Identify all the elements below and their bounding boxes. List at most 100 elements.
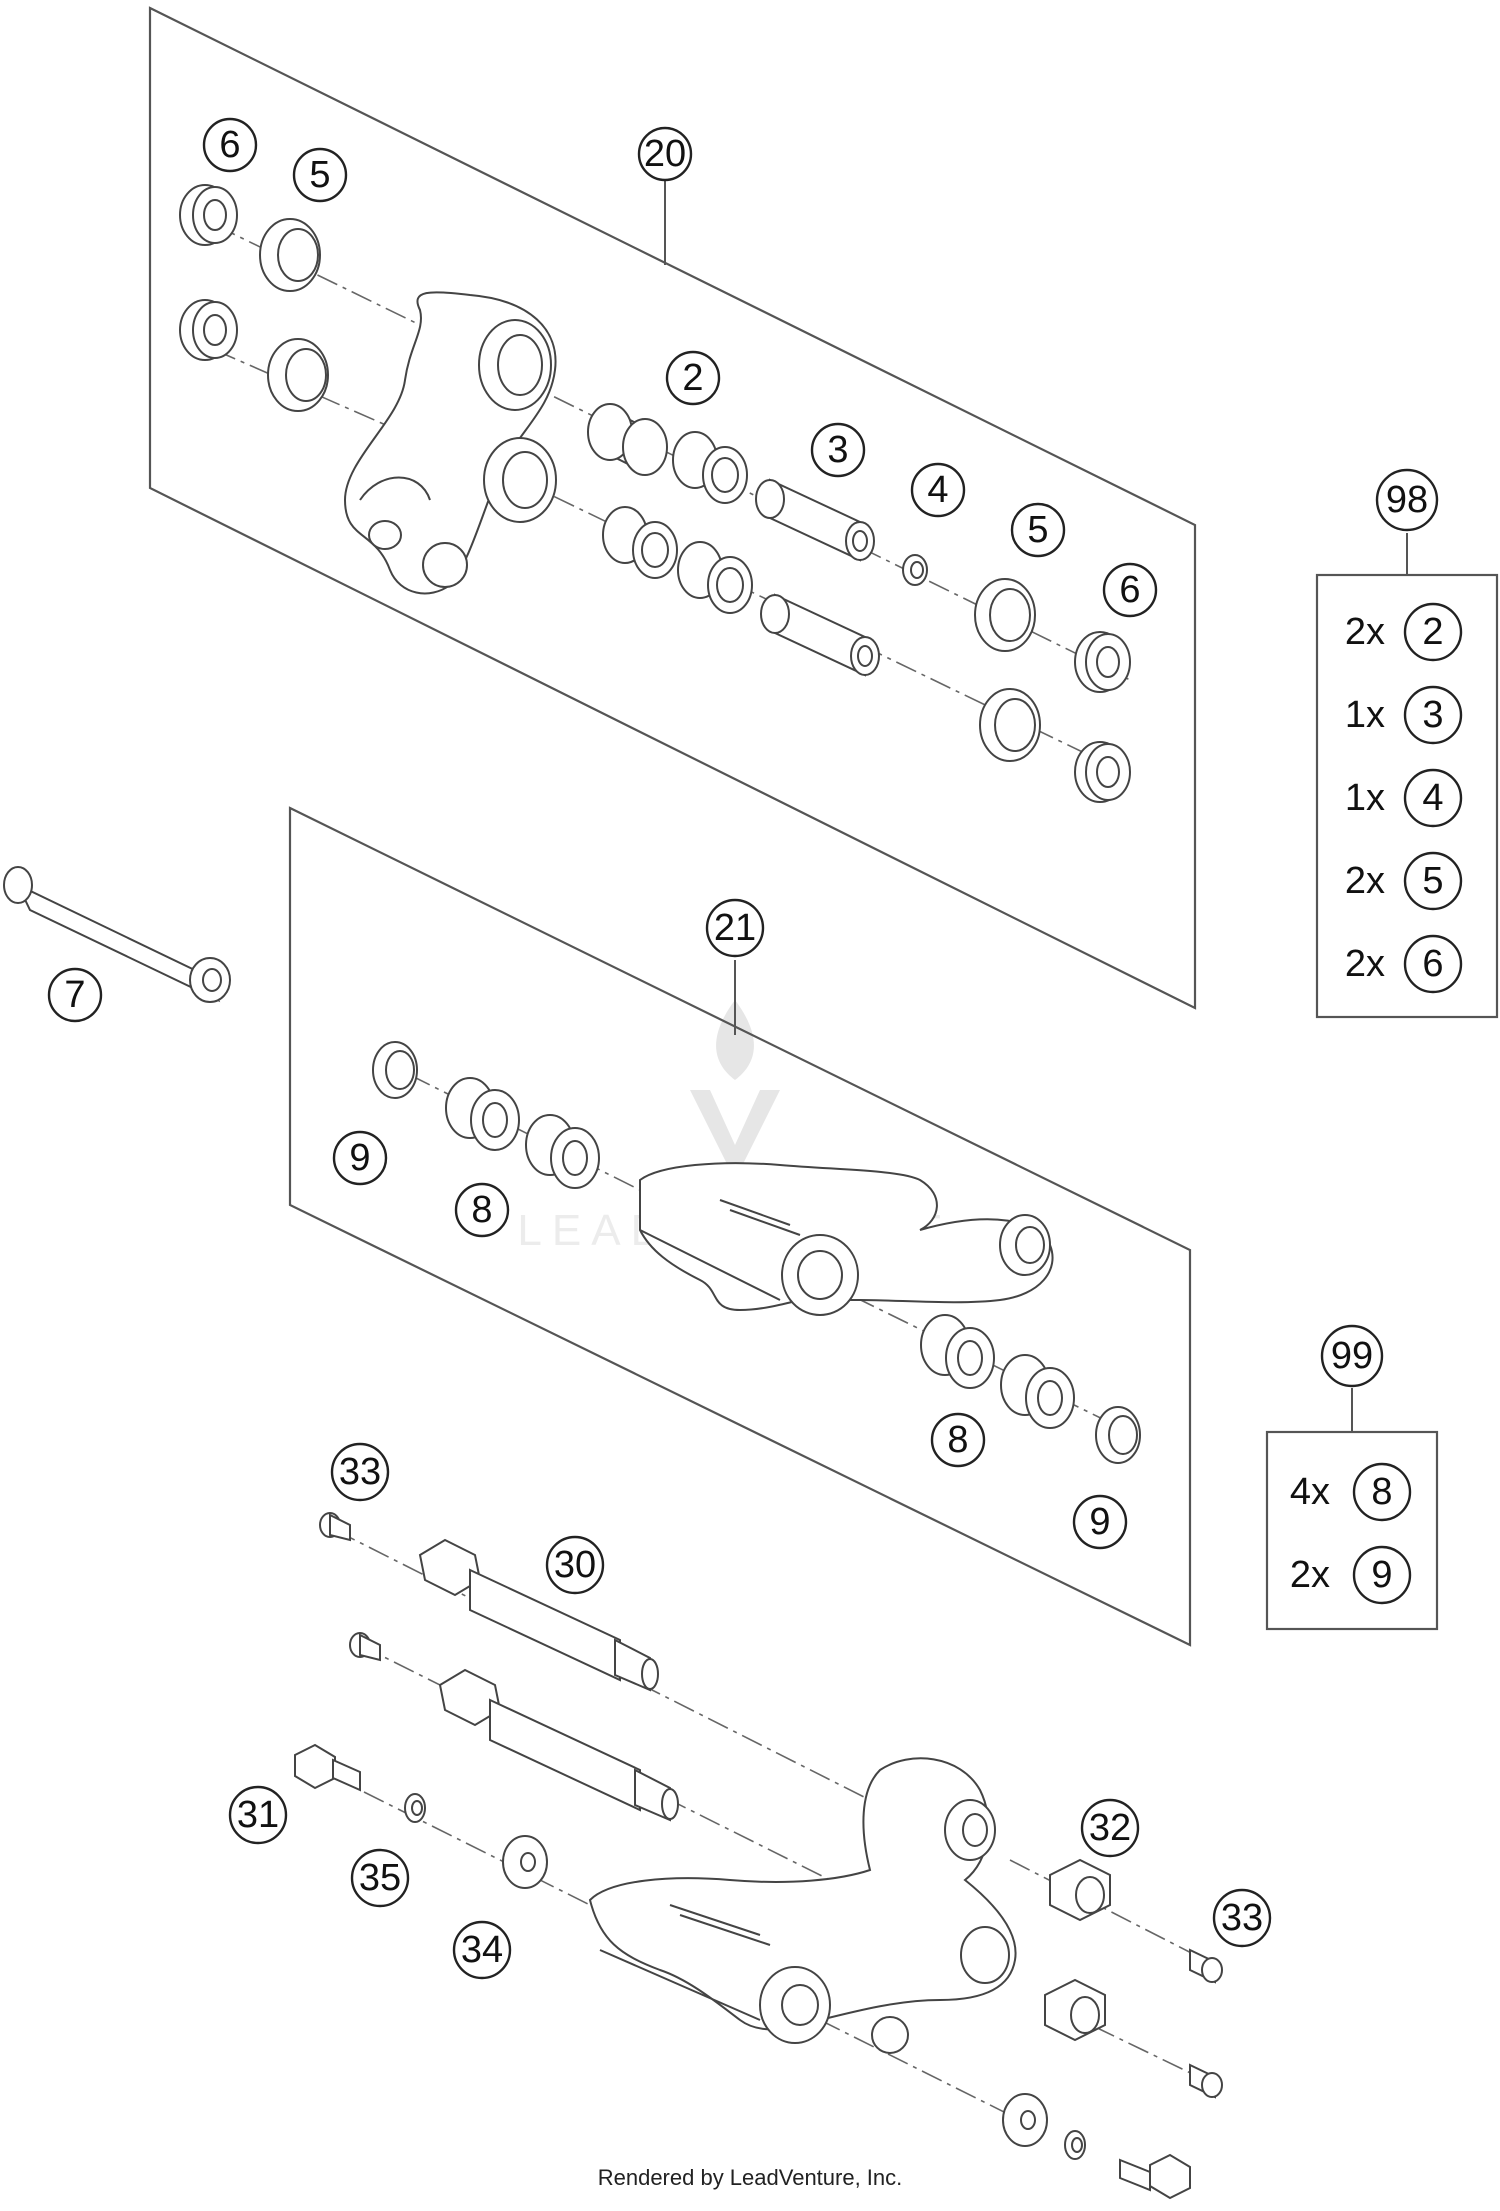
assembly-panel-21 bbox=[288, 806, 1192, 1647]
bushing-8-left-2 bbox=[525, 1114, 600, 1189]
callout-part-8-right: 8 bbox=[930, 1412, 986, 1468]
svg-text:2x: 2x bbox=[1345, 943, 1385, 985]
svg-text:34: 34 bbox=[461, 1929, 503, 1971]
svg-text:8: 8 bbox=[471, 1189, 492, 1231]
svg-text:2x: 2x bbox=[1345, 611, 1385, 653]
footer-credit: Rendered by LeadVenture, Inc. bbox=[598, 2165, 903, 2190]
callout-part-9-left: 9 bbox=[332, 1130, 388, 1186]
seal-5-right-bottom bbox=[979, 688, 1041, 762]
axis-lines-upper bbox=[214, 224, 1131, 776]
callout-part-5-left: 5 bbox=[292, 147, 348, 203]
svg-text:31: 31 bbox=[237, 1794, 279, 1836]
linkage-lever-part bbox=[343, 291, 557, 595]
svg-text:6: 6 bbox=[1119, 569, 1140, 611]
callout-kit-98: 98 bbox=[1375, 468, 1439, 532]
screw-33-left-bottom bbox=[349, 1632, 381, 1662]
svg-text:4: 4 bbox=[1422, 777, 1443, 819]
seal-9-left bbox=[372, 1041, 418, 1099]
kit-99-row: 2x 9 bbox=[1290, 1545, 1412, 1605]
linkage-arm-part bbox=[639, 1162, 1054, 1316]
bushing-2-top-2 bbox=[672, 431, 748, 504]
kit-98-row: 2x 5 bbox=[1345, 851, 1463, 911]
svg-text:9: 9 bbox=[1371, 1554, 1392, 1596]
assembled-linkage-part bbox=[588, 1757, 1017, 2054]
screw-33-left-top bbox=[319, 1512, 351, 1542]
callout-part-30: 30 bbox=[545, 1535, 605, 1595]
bolt-31-lower bbox=[1119, 2153, 1191, 2200]
watermark-flame-icon bbox=[716, 1000, 754, 1080]
bearing-6-left-bottom bbox=[179, 299, 238, 361]
bushing-8-left-1 bbox=[445, 1077, 520, 1151]
svg-text:4: 4 bbox=[927, 469, 948, 511]
callout-part-9-right: 9 bbox=[1072, 1494, 1128, 1550]
bushing-8-right-2 bbox=[1000, 1354, 1075, 1429]
bushing-2-top-1 bbox=[587, 403, 668, 476]
svg-text:6: 6 bbox=[219, 124, 240, 166]
bolt-30-top bbox=[418, 1538, 659, 1692]
callout-part-32: 32 bbox=[1080, 1798, 1140, 1858]
bolt-31 bbox=[294, 1743, 361, 1792]
svg-text:5: 5 bbox=[1422, 860, 1443, 902]
svg-text:21: 21 bbox=[714, 907, 756, 949]
bearing-6-right-top bbox=[1074, 631, 1131, 693]
svg-text:2x: 2x bbox=[1290, 1554, 1330, 1596]
washer-34 bbox=[502, 1835, 548, 1889]
bearing-6-left-top bbox=[179, 184, 238, 246]
svg-text:3: 3 bbox=[827, 429, 848, 471]
callout-part-33-right: 33 bbox=[1212, 1888, 1272, 1948]
bushing-8-right-1 bbox=[920, 1314, 995, 1389]
sleeve-3-bottom bbox=[760, 593, 880, 677]
svg-text:8: 8 bbox=[1371, 1471, 1392, 1513]
svg-text:3: 3 bbox=[1422, 694, 1443, 736]
callout-part-5-right: 5 bbox=[1010, 502, 1066, 558]
callout-part-34: 34 bbox=[452, 1920, 512, 1980]
kit-98-row: 1x 3 bbox=[1345, 685, 1463, 745]
svg-text:1x: 1x bbox=[1345, 777, 1385, 819]
callout-part-6-left: 6 bbox=[202, 117, 258, 173]
svg-text:9: 9 bbox=[1089, 1501, 1110, 1543]
callout-part-33-left: 33 bbox=[330, 1442, 390, 1502]
seal-5-right-top bbox=[974, 578, 1036, 652]
nut-32-top bbox=[1049, 1858, 1111, 1922]
bearing-6-right-bottom bbox=[1074, 741, 1131, 803]
pin-7 bbox=[3, 866, 231, 1003]
svg-text:1x: 1x bbox=[1345, 694, 1385, 736]
svg-text:9: 9 bbox=[349, 1137, 370, 1179]
svg-text:35: 35 bbox=[359, 1857, 401, 1899]
seal-5-left-bottom bbox=[267, 338, 329, 412]
svg-text:98: 98 bbox=[1386, 479, 1428, 521]
callout-part-8-left: 8 bbox=[454, 1182, 510, 1238]
kit-98-row: 2x 2 bbox=[1345, 602, 1463, 662]
svg-text:2x: 2x bbox=[1345, 860, 1385, 902]
svg-text:5: 5 bbox=[1027, 509, 1048, 551]
bolt-30-bottom bbox=[438, 1668, 679, 1822]
bushing-2-bottom-2 bbox=[677, 541, 753, 614]
bushing-2-bottom-1 bbox=[602, 506, 678, 579]
callout-part-4: 4 bbox=[910, 462, 966, 518]
watermark-v-icon bbox=[690, 1090, 780, 1180]
nut-32-bottom bbox=[1044, 1978, 1106, 2042]
washer-35-lower bbox=[1064, 2130, 1086, 2160]
svg-text:5: 5 bbox=[309, 154, 330, 196]
callout-kit-99: 99 bbox=[1320, 1324, 1384, 1388]
svg-text:32: 32 bbox=[1089, 1807, 1131, 1849]
seal-5-left-top bbox=[259, 218, 321, 292]
callout-part-2: 2 bbox=[665, 350, 721, 406]
svg-text:8: 8 bbox=[947, 1419, 968, 1461]
callout-part-35: 35 bbox=[350, 1848, 410, 1908]
svg-text:33: 33 bbox=[339, 1451, 381, 1493]
callout-part-31: 31 bbox=[228, 1785, 288, 1845]
callout-part-6-right: 6 bbox=[1102, 562, 1158, 618]
callout-part-3: 3 bbox=[810, 422, 866, 478]
screw-33-right-bottom bbox=[1189, 2063, 1223, 2099]
assembly-panel-20 bbox=[148, 6, 1197, 1010]
sleeve-3-top bbox=[755, 478, 875, 562]
callout-part-20: 20 bbox=[637, 126, 693, 182]
screw-33-right-top bbox=[1189, 1948, 1223, 1984]
callout-part-21: 21 bbox=[705, 898, 765, 958]
seal-9-right bbox=[1095, 1406, 1141, 1464]
svg-text:2: 2 bbox=[1422, 611, 1443, 653]
